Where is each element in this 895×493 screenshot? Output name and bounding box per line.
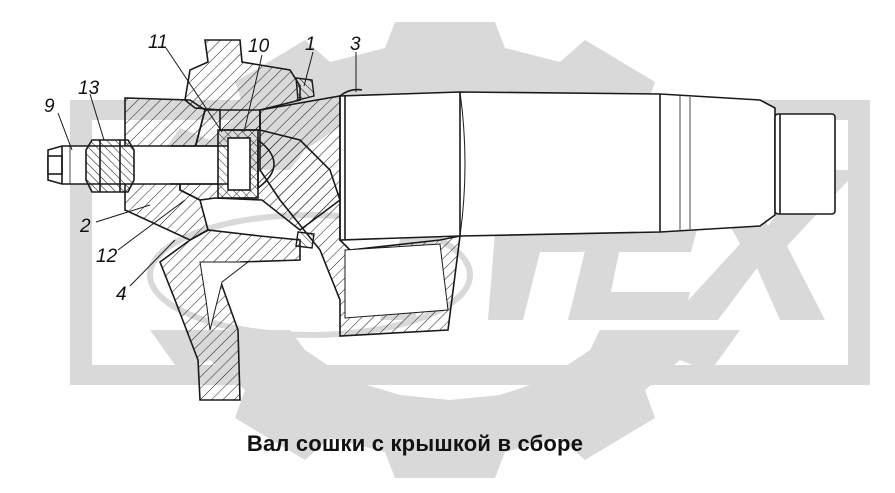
- leader-lines: [57, 47, 357, 287]
- lock-nut: [85, 139, 135, 193]
- seal-bottom: [295, 231, 315, 249]
- leader-2: [95, 204, 151, 223]
- shaft-spline-end: [774, 113, 836, 215]
- callout-labels: 1 2 3 4 9 10 11 12 13: [44, 32, 361, 305]
- leader-13: [89, 93, 105, 141]
- leader-1: [303, 51, 314, 87]
- shaft: [339, 88, 836, 241]
- leader-12: [117, 199, 186, 251]
- callout-1: 1: [305, 34, 316, 55]
- screw-shank: [47, 145, 241, 185]
- callout-11: 11: [148, 32, 168, 53]
- leader-11: [165, 47, 223, 133]
- leader-10: [243, 54, 263, 133]
- leader-9: [57, 112, 73, 151]
- figure-caption: Вал сошки с крышкой в сборе: [246, 431, 584, 456]
- shaft-body: [339, 91, 776, 241]
- adjusting-screw: [47, 139, 241, 193]
- screw-head-assembly: [170, 129, 275, 199]
- leader-4: [129, 239, 176, 287]
- callout-9: 9: [44, 96, 55, 117]
- seal-top: [295, 77, 315, 101]
- callout-10: 10: [248, 36, 270, 57]
- callout-2: 2: [79, 216, 91, 237]
- callout-3: 3: [350, 34, 361, 55]
- callout-4: 4: [116, 284, 127, 305]
- callout-12: 12: [96, 246, 118, 267]
- callout-13: 13: [78, 78, 100, 99]
